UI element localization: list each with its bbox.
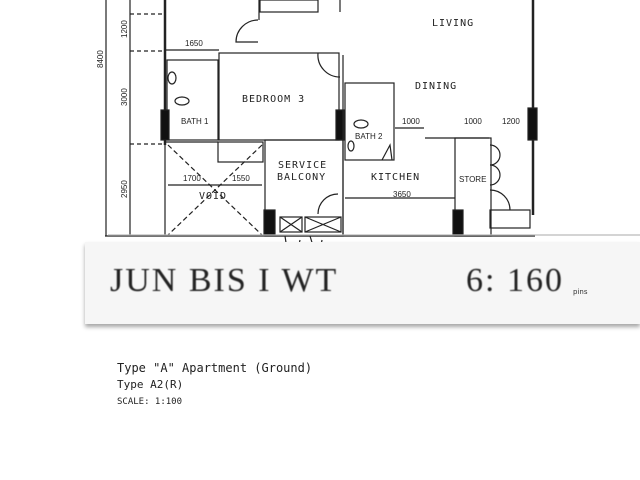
caption-scale: SCALE: 1:100 — [117, 397, 183, 407]
label-dining: DINING — [415, 81, 457, 92]
caption-type-code: Type A2(R) — [117, 378, 184, 391]
dim-1200-left: 1200 — [120, 20, 129, 38]
dim-1000-a: 1000 — [402, 117, 420, 126]
dim-2950: 2950 — [120, 180, 129, 198]
label-void: VOID — [199, 191, 227, 202]
dim-8400: 8400 — [96, 50, 105, 68]
label-balcony: BALCONY — [277, 172, 326, 183]
label-bedroom-3: BEDROOM 3 — [242, 94, 305, 105]
label-store: STORE — [459, 175, 486, 184]
dim-1000-b: 1000 — [464, 117, 482, 126]
room-labels: LIVING DINING BEDROOM 3 BATH 1 BATH 2 SE… — [181, 18, 486, 202]
dimension-labels: 8400 1200 3000 2950 1650 1700 1550 3650 … — [96, 20, 520, 199]
caption-apartment-type: Type "A" Apartment (Ground) — [117, 361, 313, 375]
dim-1200-right: 1200 — [502, 117, 520, 126]
label-living: LIVING — [432, 18, 474, 29]
dim-1700: 1700 — [183, 174, 201, 183]
walls — [105, 0, 640, 264]
overlay-left-text: JUN BIS I WT — [110, 262, 339, 299]
dim-3000: 3000 — [120, 88, 129, 106]
overlay-right-text: 6: 160 — [466, 262, 564, 299]
captcha-overlay-band — [85, 242, 640, 324]
label-kitchen: KITCHEN — [371, 172, 420, 183]
dim-3650: 3650 — [393, 190, 411, 199]
dim-1650-top: 1650 — [185, 39, 203, 48]
label-service: SERVICE — [278, 160, 327, 171]
label-bath-2: BATH 2 — [355, 132, 383, 141]
overlay-small-text: pins — [573, 288, 588, 296]
label-bath-1: BATH 1 — [181, 117, 209, 126]
dim-1550: 1550 — [232, 174, 250, 183]
